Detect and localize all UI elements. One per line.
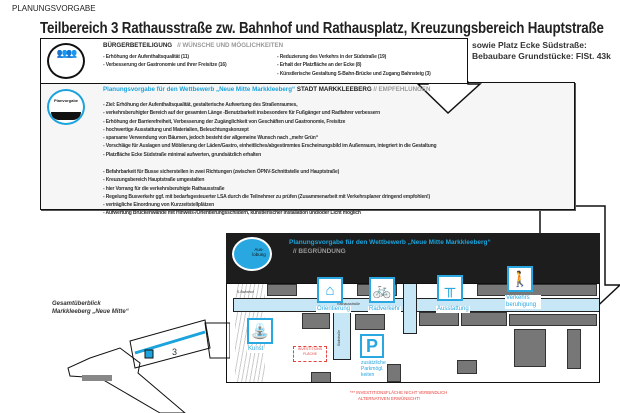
street-label: Rathausstraße bbox=[337, 302, 360, 306]
list-item: - sparsame Verwendung von Bäumen, jedoch… bbox=[103, 135, 319, 142]
pedestrian-icon: 🚶 bbox=[507, 266, 533, 292]
list-item: - verkehrsberuhigter Bereich auf der ges… bbox=[103, 110, 380, 117]
investment-area: INVESTITIONS FLÄCHE bbox=[293, 346, 327, 362]
icon-label: Kunst bbox=[247, 346, 265, 353]
table-icon: ╥ bbox=[437, 275, 463, 301]
list-item: - Erhalt der Platzfläche an der Ecke (8) bbox=[277, 62, 362, 69]
overview-title-line: Markkleeberg „Neue Mitte“ bbox=[52, 309, 129, 315]
list-item: - Erhöhung der Aufenthaltsqualität (11) bbox=[103, 54, 189, 60]
subheading: // EMPFEHLUNGEN bbox=[373, 86, 431, 93]
arrow-down-icon bbox=[416, 81, 482, 115]
planvorgabe-logo: Planvorgabe bbox=[47, 89, 85, 125]
icon-label: Orientierung bbox=[316, 306, 352, 313]
list-item: - Kreuzungsbereich Hauptstraße umgestalt… bbox=[103, 177, 205, 184]
heading-blue: Planungsvorgabe für den Wettbewerb „Neue… bbox=[103, 86, 296, 93]
icon-label: Ausstattung bbox=[436, 306, 470, 313]
begruendung-heading: Planungsvorgabe für den Wettbewerb „Neue… bbox=[289, 239, 491, 255]
overview-map: 3 bbox=[67, 319, 230, 413]
logo-text: Aus-lobung bbox=[252, 247, 266, 257]
overview-title: Gesamtüberblick Markkleeberg „Neue Mitte… bbox=[52, 300, 129, 316]
empfehlungen-panel: Planvorgabe Planungsvorgabe für den Wett… bbox=[40, 82, 575, 216]
page-label: PLANUNGSVORGABE bbox=[12, 4, 96, 13]
list-item: - hochwertige Ausstattung und Materialie… bbox=[103, 126, 249, 133]
begruendung-panel: Aus-lobung Planungsvorgabe für den Wettb… bbox=[226, 233, 600, 285]
area-number: 3 bbox=[172, 347, 177, 357]
footnote-line: ALTERNATIVEN ERWÜNSCHT! bbox=[358, 396, 421, 401]
subheading: // WÜNSCHE UND MÖGLICHKEITEN bbox=[177, 42, 284, 49]
icon-label: zusätzliche Parkmögl. keiten bbox=[361, 360, 386, 378]
road-suedstrasse bbox=[333, 310, 351, 360]
icon-label: Verkehrs beruhigung bbox=[505, 295, 541, 309]
map-footnote: *** INVESTITIONSFLÄCHE NICHT VERBINDLICH… bbox=[350, 390, 447, 402]
wishes-col-1: - Erhöhung der Aufenthaltsqualität (11) … bbox=[103, 53, 227, 70]
heading: Planungsvorgabe für den Wettbewerb „Neue… bbox=[289, 239, 491, 246]
logo-text: Planvorgabe bbox=[53, 98, 78, 103]
list-item: - Vorschläge für Auslagen und Möblierung… bbox=[103, 143, 437, 150]
side-note: sowie Platz Ecke Südstraße: Bebaubare Gr… bbox=[472, 40, 611, 62]
side-note-line: sowie Platz Ecke Südstraße: bbox=[472, 40, 587, 50]
recommendations-list-2: - Befahrbarkeit für Busse sicherstellen … bbox=[103, 168, 430, 218]
parking-icon: P bbox=[360, 334, 384, 358]
list-item: - Reduzierung des Verkehrs in der Südstr… bbox=[277, 54, 387, 60]
empfehlungen-heading: Planungsvorgabe für den Wettbewerb „Neue… bbox=[103, 86, 430, 93]
orientation-icon: ⌂ bbox=[317, 277, 343, 303]
list-item: - Verbesserung der Gastronomie und ihrer… bbox=[103, 62, 227, 69]
footnote-line: *** INVESTITIONSFLÄCHE NICHT VERBINDLICH bbox=[350, 390, 448, 395]
subheading: // BEGRÜNDUNG bbox=[293, 248, 346, 255]
road-hauptstrasse bbox=[403, 284, 417, 334]
side-note-line: Bebaubare Grundstücke: FlSt. 43k bbox=[472, 51, 611, 61]
wishes-col-2: - Reduzierung des Verkehrs in der Südstr… bbox=[277, 53, 431, 78]
list-item: - Regelung Busverkehr ggf. mit bedarfsge… bbox=[103, 193, 430, 200]
recommendations-list-1: - Ziel: Erhöhung der Aufenthaltsqualität… bbox=[103, 101, 437, 159]
list-item: - Ziel: Erhöhung der Aufenthaltsqualität… bbox=[103, 102, 298, 108]
list-item: - Künstlerische Gestaltung S-Bahn-Brücke… bbox=[277, 70, 431, 77]
list-item: - Erhöhung der Barrierefreiheit, Verbess… bbox=[103, 118, 346, 125]
list-item: - Befahrbarkeit für Busse sicherstellen … bbox=[103, 169, 340, 175]
icon-label: Radverkehr bbox=[368, 306, 402, 313]
list-item: - Aufwertung Brückenwände mit Hinweis-/O… bbox=[103, 210, 361, 217]
street-label: Südstraße bbox=[337, 329, 342, 347]
fountain-icon: ⛲ bbox=[247, 318, 273, 344]
list-item: - hier Vorrang für die verkehrsberuhigte… bbox=[103, 185, 225, 192]
heading-city: STADT MARKKLEEBERG bbox=[296, 86, 372, 93]
page-title: Teilbereich 3 Rathausstraße zw. Bahnhof … bbox=[40, 20, 604, 37]
bicycle-icon: 🚲 bbox=[369, 277, 395, 303]
list-item: - Platzfläche Ecke Südstraße minimal auf… bbox=[103, 151, 262, 158]
citizens-logo: 👥👥 bbox=[47, 43, 85, 79]
site-map: INVESTITIONS FLÄCHE Rathausstraße Südstr… bbox=[226, 283, 600, 383]
overview-title-line: Gesamtüberblick bbox=[52, 301, 101, 307]
list-item: - verträgliche Einordnung von Kurzzeitst… bbox=[103, 202, 215, 209]
heading: BÜRGERBETEILIGUNG bbox=[103, 42, 173, 49]
buergerbeteiligung-panel: 👥👥 BÜRGERBETEILIGUNG // WÜNSCHE UND MÖGL… bbox=[40, 38, 468, 84]
buergerbeteiligung-heading: BÜRGERBETEILIGUNG // WÜNSCHE UND MÖGLICH… bbox=[103, 42, 283, 49]
auslobung-logo: Aus-lobung bbox=[232, 237, 272, 271]
street-label: S-Bahnhof bbox=[237, 290, 254, 294]
